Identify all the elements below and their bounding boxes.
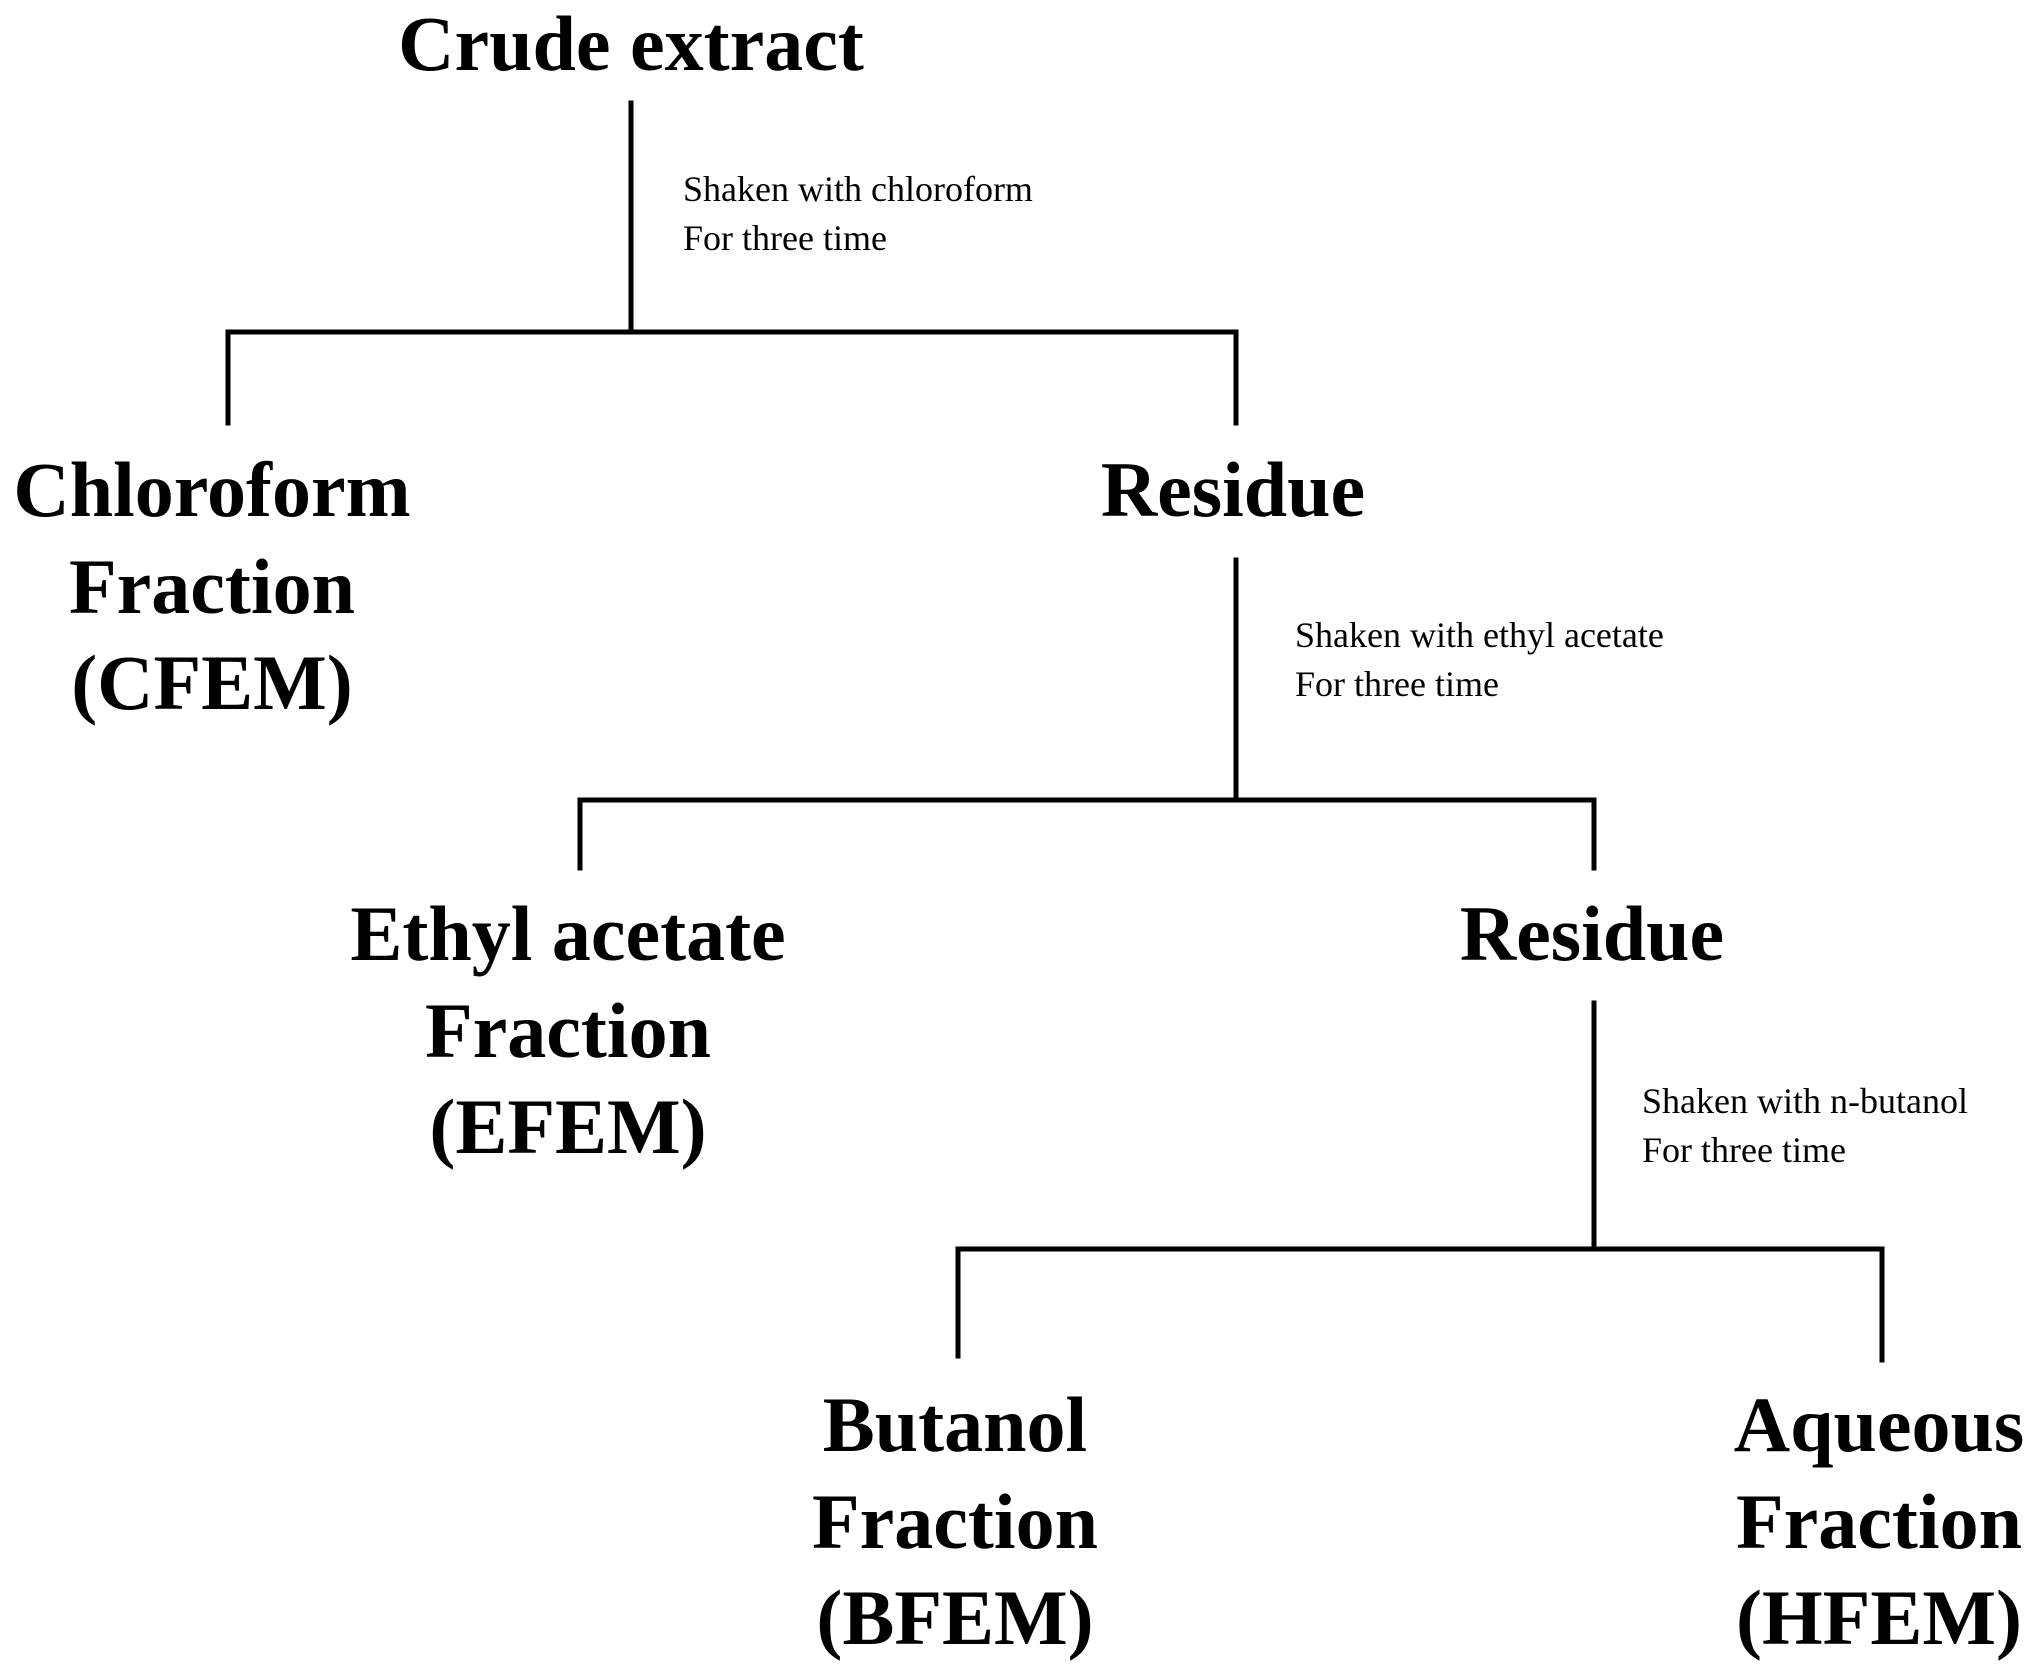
step-line: Shaken with n-butanol — [1642, 1081, 1968, 1121]
node-line: Residue — [1100, 446, 1366, 533]
aqueous-fraction-node: Aqueous Fraction (HFEM) — [1734, 1377, 2024, 1667]
chloroform-fraction-node: Chloroform Fraction (CFEM) — [13, 442, 410, 732]
residue-node-1: Residue — [1101, 442, 1365, 539]
node-line: Fraction — [1736, 1477, 2022, 1565]
butanol-fraction-node: Butanol Fraction (BFEM) — [812, 1377, 1098, 1667]
node-line: (HFEM) — [1736, 1574, 2022, 1662]
node-line: Fraction — [812, 1477, 1098, 1565]
crude-extract-node: Crude extract — [398, 0, 864, 93]
step-line: For three time — [683, 217, 887, 258]
extraction-step-ethyl-acetate: Shaken with ethyl acetate For three time — [1295, 611, 1664, 708]
node-line: Aqueous — [1733, 1381, 2025, 1468]
step-line: Shaken with chloroform — [683, 169, 1033, 209]
node-line: Ethyl acetate — [350, 890, 786, 977]
node-line: Fraction — [425, 986, 711, 1074]
node-line: (BFEM) — [816, 1574, 1094, 1662]
step-line: For three time — [1642, 1129, 1846, 1170]
step-line: Shaken with ethyl acetate — [1295, 615, 1664, 655]
node-line: Chloroform — [13, 446, 411, 533]
residue-node-2: Residue — [1460, 886, 1724, 983]
node-line: (CFEM) — [71, 639, 353, 727]
ethyl-acetate-fraction-node: Ethyl acetate Fraction (EFEM) — [350, 886, 785, 1176]
node-line: Residue — [1459, 890, 1725, 977]
node-line: Butanol — [822, 1381, 1088, 1468]
node-line: Fraction — [69, 542, 355, 630]
step-line: For three time — [1295, 663, 1499, 704]
node-line: (EFEM) — [429, 1083, 707, 1171]
extraction-step-n-butanol: Shaken with n-butanol For three time — [1642, 1077, 1968, 1174]
node-line: Crude extract — [398, 0, 864, 87]
extraction-step-chloroform: Shaken with chloroform For three time — [683, 165, 1033, 262]
